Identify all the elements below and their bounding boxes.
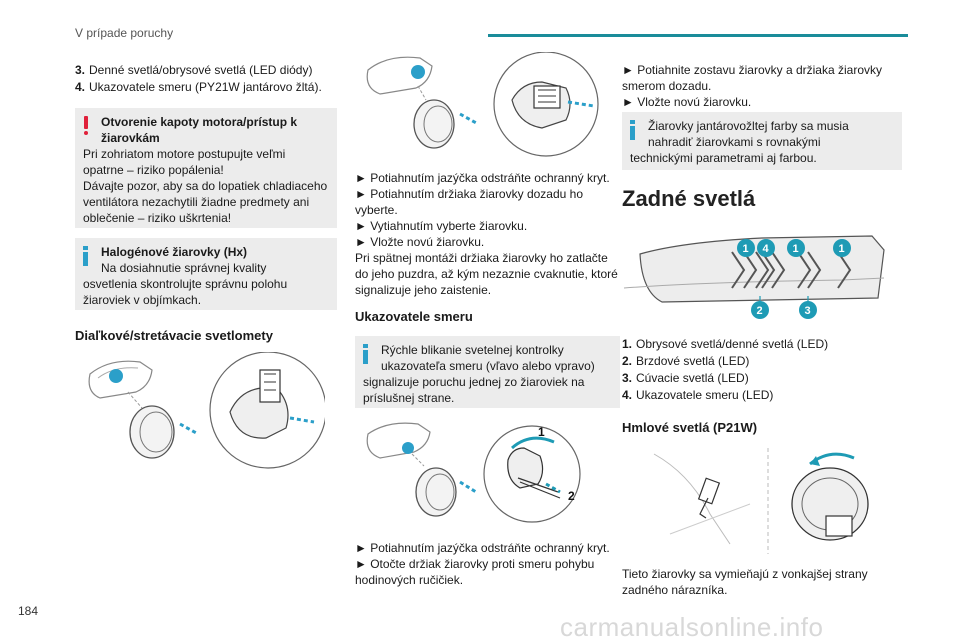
list-item: 2.Brzdové svetlá (LED) (622, 354, 750, 368)
list-item: 1.Obrysové svetlá/denné svetlá (LED) (622, 337, 829, 351)
callout-rear-1a: 1 (743, 243, 749, 255)
info-text-line2: ukazovateľa smeru (vľavo alebo vpravo) (381, 359, 595, 373)
step: ► Vložte novú žiarovku. (355, 235, 485, 249)
info-text-line2: nahradiť žiarovkami s rovnakými (648, 135, 821, 149)
section-heading-rear-lamps: Zadné svetlá (622, 186, 756, 211)
warning-title: Otvorenie kapoty motora/prístup k žiarov… (101, 115, 298, 145)
rear-lamp-illustration: 1 4 1 1 2 3 (622, 212, 887, 327)
warning-text: Pri zohriatom motore postupujte veľmi op… (83, 147, 328, 225)
info-text: technickými parametrami aj farbou. (630, 151, 817, 165)
column-1: 3.Denné svetlá/obrysové svetlá (LED diód… (75, 62, 335, 96)
list-item: 3.Denné svetlá/obrysové svetlá (LED diód… (75, 63, 313, 77)
step: ► Otočte držiak žiarovky proti smeru poh… (355, 557, 595, 587)
steps-indicator: ► Potiahnutím jazýčka odstráňte ochranný… (355, 540, 620, 588)
list-item: 3.Cúvacie svetlá (LED) (622, 371, 749, 385)
step: ► Vytiahnutím vyberte žiarovku. (355, 219, 528, 233)
list-item: 4.Ukazovatele smeru (PY21W jantárovo žlt… (75, 80, 322, 94)
info-box-halogen: Halogénové žiarovky (Hx) Na dosiahnutie … (75, 238, 337, 310)
callout-2: 2 (568, 489, 575, 503)
step: ► Potiahnutím jazýčka odstráňte ochranný… (355, 171, 610, 185)
reassembly-text: Pri spätnej montáži držiaka žiarovky ho … (355, 251, 618, 297)
info-text: osvetlenia skontrolujte správnu polohu ž… (83, 277, 288, 307)
warning-icon (83, 116, 89, 136)
step: ► Potiahnite zostavu žiarovky a držiaka … (622, 63, 882, 93)
rear-lamp-legend-list: 1.Obrysové svetlá/denné svetlá (LED) 2.B… (622, 336, 902, 404)
section-heading-indicators: Ukazovatele smeru (355, 309, 473, 324)
info-text-line1: Na dosiahnutie správnej kvality (101, 261, 267, 275)
header-accent-bar (488, 34, 908, 37)
info-text-line1: Žiarovky jantárovožltej farby sa musia (648, 119, 849, 133)
info-title: Halogénové žiarovky (Hx) (101, 245, 248, 259)
running-header: V prípade poruchy (75, 26, 174, 40)
callout-rear-4: 4 (763, 243, 770, 255)
info-text-line1: Rýchle blikanie svetelnej kontrolky (381, 343, 564, 357)
step: ► Vložte novú žiarovku. (622, 95, 752, 109)
callout-rear-1c: 1 (839, 243, 845, 255)
info-box-amber: Žiarovky jantárovožltej farby sa musia n… (622, 112, 902, 170)
callout-1: 1 (538, 425, 545, 439)
info-icon (83, 246, 89, 266)
fog-lamp-illustration (650, 444, 890, 556)
headlamp-legend-list: 3.Denné svetlá/obrysové svetlá (LED diód… (75, 62, 335, 96)
info-icon (363, 344, 369, 364)
list-item: 4.Ukazovatele smeru (LED) (622, 388, 774, 402)
section-heading-headlamps: Diaľkové/stretávacie svetlomety (75, 328, 273, 343)
indicator-bulb-illustration: 1 2 (362, 418, 602, 524)
steps-indicator-cont: ► Potiahnite zostavu žiarovky a držiaka … (622, 62, 902, 110)
page-number: 184 (18, 604, 39, 618)
watermark: carmanualsonline.info (560, 612, 824, 640)
headlamp-illustration (80, 352, 325, 472)
info-text: signalizuje poruchu jednej zo žiaroviek … (363, 375, 585, 405)
warning-box: Otvorenie kapoty motora/prístup k žiarov… (75, 108, 337, 228)
steps-headlamp: ► Potiahnutím jazýčka odstráňte ochranný… (355, 170, 620, 298)
info-box-indicators: Rýchle blikanie svetelnej kontrolky ukaz… (355, 336, 620, 408)
info-icon (630, 120, 636, 140)
callout-rear-2: 2 (757, 305, 763, 317)
callout-rear-3: 3 (805, 305, 811, 317)
step: ► Potiahnutím jazýčka odstráňte ochranný… (355, 541, 610, 555)
fog-lamp-note: Tieto žiarovky sa vymieňajú z vonkajšej … (622, 567, 868, 597)
step: ► Potiahnutím držiaka žiarovky dozadu ho… (355, 187, 583, 217)
callout-rear-1b: 1 (793, 243, 799, 255)
section-heading-fog-lamps: Hmlové svetlá (P21W) (622, 420, 758, 435)
headlamp-bulb-illustration (362, 52, 612, 160)
